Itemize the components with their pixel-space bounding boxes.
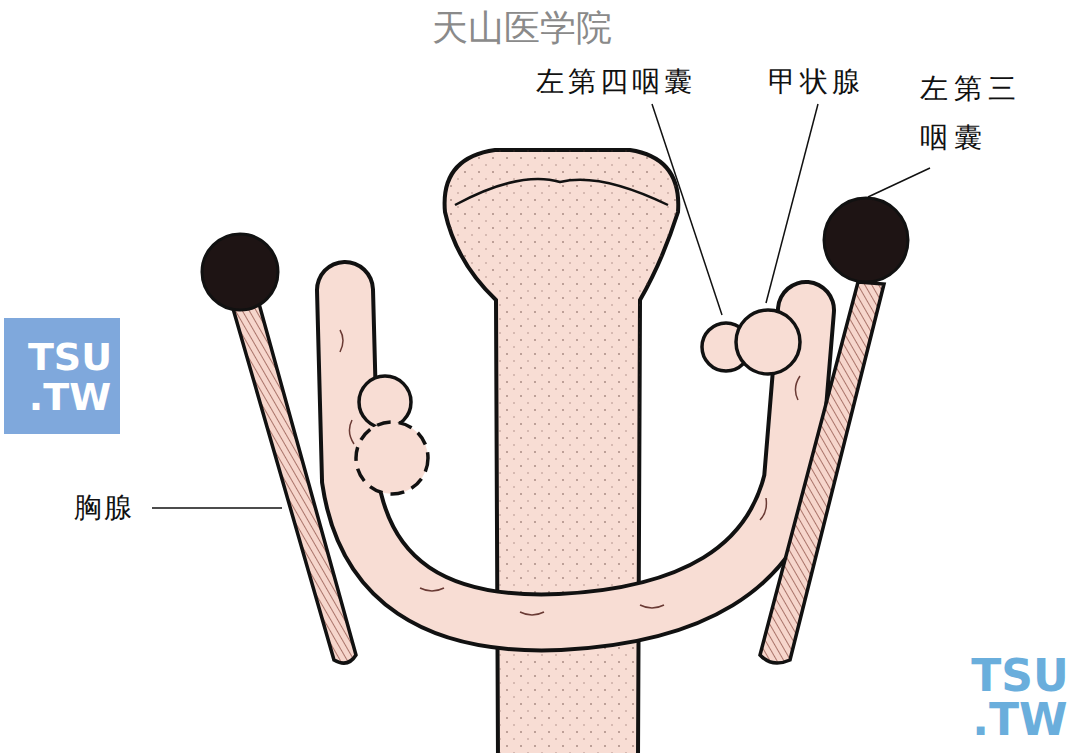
pharynx-rim [455, 179, 668, 205]
floor [345, 290, 806, 622]
pharynx [445, 150, 679, 753]
logo-box [4, 318, 120, 434]
watermark: 天山医学院 [432, 6, 672, 49]
part-label: 甲状腺 [768, 64, 888, 100]
third-pouch [824, 198, 908, 282]
leader-line [766, 104, 818, 303]
floor-texture [340, 318, 800, 615]
leader-line [652, 104, 722, 315]
floor-outline [345, 290, 806, 622]
third-pouch [202, 234, 278, 310]
parathyroid [359, 376, 411, 428]
thymus [760, 282, 884, 663]
parathyroid [356, 422, 428, 494]
pharynx-texture [445, 150, 679, 753]
thyroid-blob [736, 310, 800, 374]
watermark: TSU .TW [964, 654, 1076, 742]
thymus [232, 300, 356, 663]
watermark: TSU .TW [24, 338, 116, 418]
part-label: 胸腺 [74, 490, 154, 526]
part-label: 左第四咽囊 [536, 64, 736, 100]
leader-line [152, 507, 282, 509]
leader-line [868, 168, 930, 197]
part-label: 左第三 咽囊 [920, 64, 1040, 162]
